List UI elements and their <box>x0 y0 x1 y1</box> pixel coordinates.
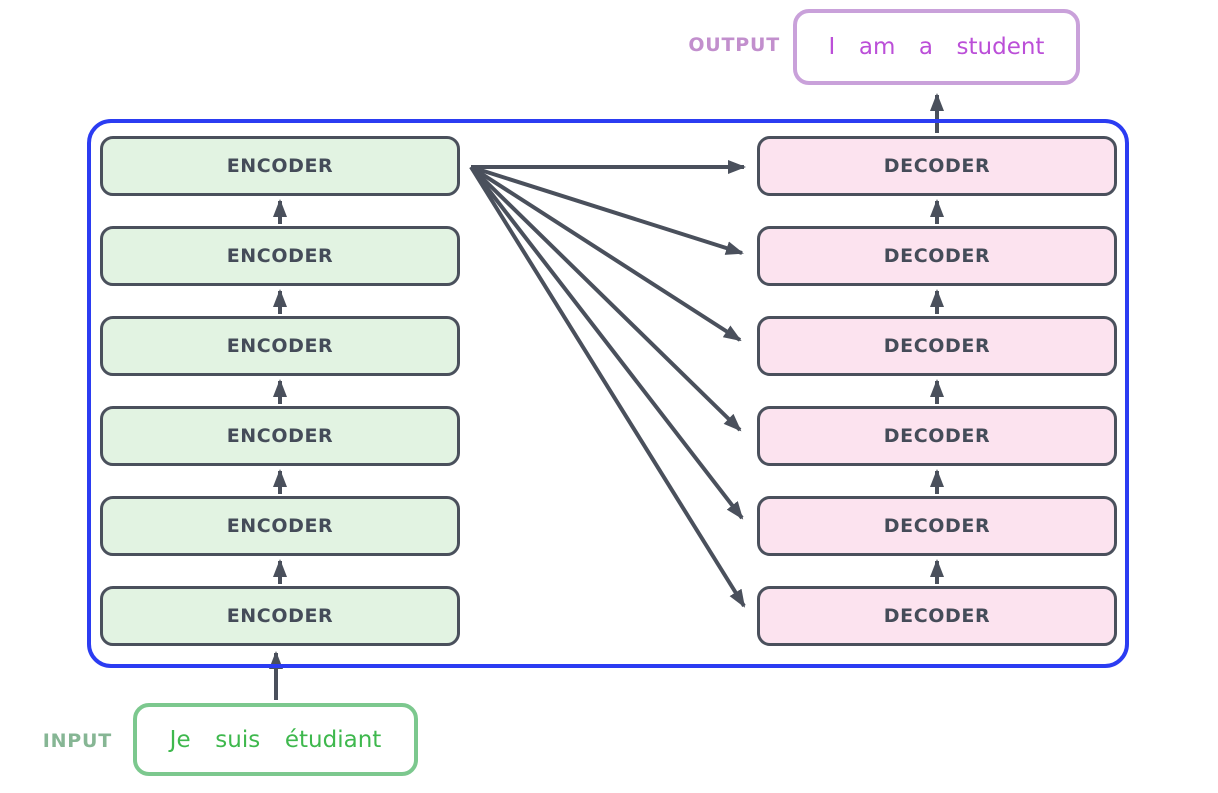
output-word: am <box>858 34 896 60</box>
arrow-encoder-to-decoder-4 <box>469 165 742 432</box>
encoder-label: ENCODER <box>226 425 334 447</box>
arrow-encoder-to-decoder-3 <box>469 165 742 342</box>
encoder-box-3: ENCODER <box>100 316 460 376</box>
decoder-box-2: DECODER <box>757 226 1117 286</box>
encoder-label: ENCODER <box>226 515 334 537</box>
decoder-label: DECODER <box>883 515 991 537</box>
encoder-label: ENCODER <box>226 155 334 177</box>
decoder-box-4: DECODER <box>757 406 1117 466</box>
encoder-label: ENCODER <box>226 245 334 267</box>
encoder-box-1: ENCODER <box>100 136 460 196</box>
encoder-box-6: ENCODER <box>100 586 460 646</box>
model-frame <box>87 119 1129 668</box>
decoder-label: DECODER <box>883 245 991 267</box>
arrow-encoder-to-decoder-5 <box>469 165 744 520</box>
decoder-label: DECODER <box>883 425 991 447</box>
encoder-box-5: ENCODER <box>100 496 460 556</box>
output-word: a <box>918 34 933 60</box>
encoder-label: ENCODER <box>226 605 334 627</box>
encoder-box-2: ENCODER <box>100 226 460 286</box>
decoder-box-6: DECODER <box>757 586 1117 646</box>
encoder-box-4: ENCODER <box>100 406 460 466</box>
output-word: student <box>956 34 1045 60</box>
input-label: INPUT <box>42 730 112 752</box>
encoder-label: ENCODER <box>226 335 334 357</box>
arrow-encoder-to-decoder-6 <box>469 165 746 608</box>
decoder-label: DECODER <box>883 155 991 177</box>
decoder-box-1: DECODER <box>757 136 1117 196</box>
decoder-label: DECODER <box>883 335 991 357</box>
output-label: OUTPUT <box>688 34 780 56</box>
arrow-encoder-to-decoder-2 <box>470 165 744 255</box>
input-word: Je <box>169 726 191 753</box>
input-sentence-box: Je suis étudiant <box>133 703 418 776</box>
output-word: I <box>828 34 836 60</box>
input-word: étudiant <box>284 726 382 753</box>
decoder-label: DECODER <box>883 605 991 627</box>
output-sentence-box: I am a student <box>793 9 1080 85</box>
decoder-box-5: DECODER <box>757 496 1117 556</box>
decoder-box-3: DECODER <box>757 316 1117 376</box>
input-word: suis <box>215 726 261 753</box>
